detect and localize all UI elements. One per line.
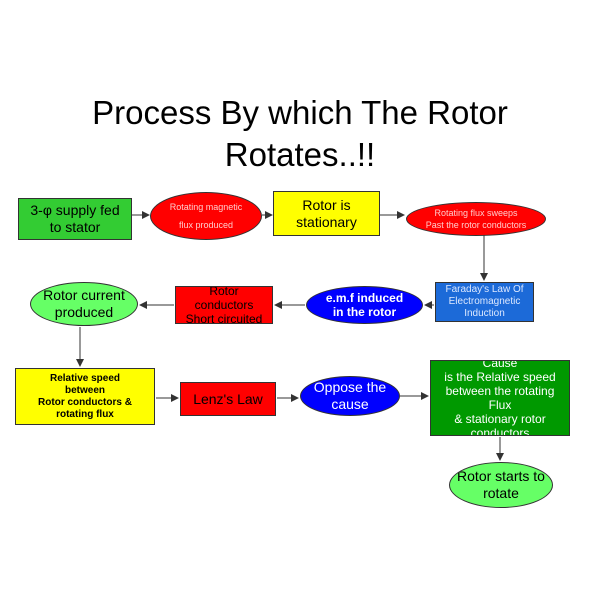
node-rotor-starts-to-rotate: Rotor starts to rotate	[449, 462, 553, 508]
title-line-2: Rotates..!!	[224, 136, 376, 173]
node-cause-relative-speed: Cause is the Relative speed between the …	[430, 360, 570, 436]
node-flux-sweeps-past-conductors: Rotating flux sweeps Past the rotor cond…	[406, 202, 546, 236]
title-line-1: Process By which The Rotor	[92, 94, 508, 131]
node-rotor-conductors-short-circuited: Rotor conductors Short circuited	[175, 286, 273, 324]
diagram-title: Process By which The Rotor Rotates..!!	[0, 92, 600, 176]
node-rotor-current-produced: Rotor current produced	[30, 282, 138, 326]
node-relative-speed: Relative speed between Rotor conductors …	[15, 368, 155, 425]
node-oppose-the-cause: Oppose the cause	[300, 376, 400, 416]
node-faradays-law: Faraday's Law Of Electromagnetic Inducti…	[435, 282, 534, 322]
node-lenzs-law: Lenz's Law	[180, 382, 276, 416]
node-emf-induced-in-rotor: e.m.f induced in the rotor	[306, 286, 423, 324]
node-rotor-is-stationary: Rotor is stationary	[273, 191, 380, 236]
node-rotating-flux-produced: Rotating magnetic flux produced	[150, 192, 262, 240]
node-supply-fed-to-stator: 3-φ supply fed to stator	[18, 198, 132, 240]
